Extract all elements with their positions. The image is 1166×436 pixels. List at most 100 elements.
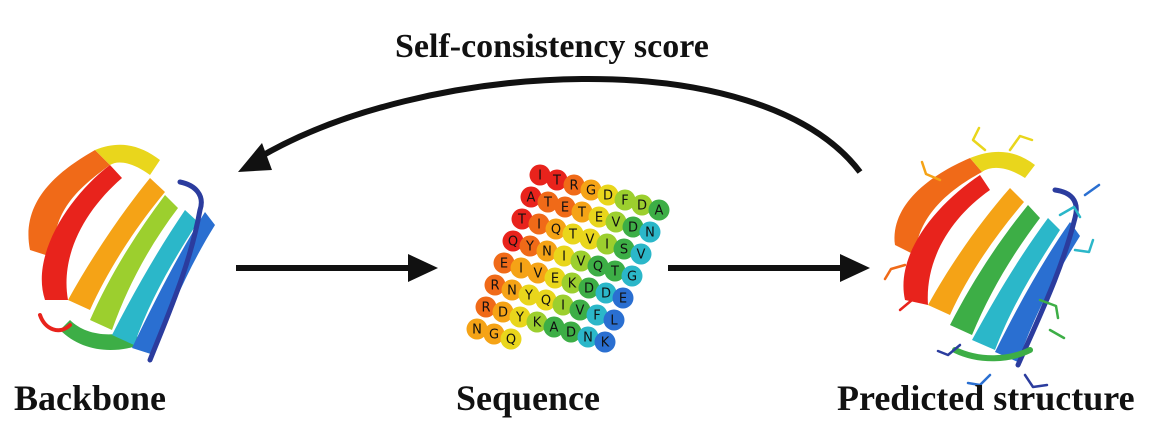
residue-letter: T [543, 196, 552, 211]
residue-bubble [502, 230, 524, 252]
residue-bubble [537, 191, 559, 213]
residue-letter: E [500, 257, 508, 272]
residue-letter: I [605, 238, 609, 253]
residue-bubble [527, 262, 549, 284]
residue-letter: Q [541, 294, 551, 309]
residue-letter: D [601, 287, 611, 302]
residue-bubble [569, 299, 591, 321]
residue-bubble [535, 289, 557, 311]
residue-bubble [595, 282, 617, 304]
backbone-ribbon-image [28, 144, 215, 363]
residue-letter: D [637, 199, 647, 214]
residue-bubble [570, 250, 592, 272]
residue-bubble [639, 221, 661, 243]
residue-letter: R [569, 179, 578, 194]
residue-bubble [621, 265, 643, 287]
residue-letter: K [568, 277, 577, 292]
residue-bubble [529, 164, 551, 186]
residue-letter: V [612, 216, 621, 231]
residue-bubble [605, 211, 627, 233]
backbone-to-sequence-arrowhead [408, 254, 438, 282]
residue-letter: T [517, 213, 526, 228]
residue-letter: Q [593, 260, 603, 275]
residue-bubble [560, 321, 582, 343]
residue-bubble [587, 255, 609, 277]
residue-bubble [519, 235, 541, 257]
residue-letter: A [527, 191, 536, 206]
residue-bubble [483, 323, 505, 345]
residue-letter: G [489, 328, 499, 343]
residue-letter: Y [525, 240, 534, 255]
residue-bubble [543, 316, 565, 338]
predicted-structure-label: Predicted structure [837, 378, 1135, 418]
residue-bubble [579, 228, 601, 250]
residue-letter: D [498, 306, 508, 321]
residue-letter: I [562, 250, 566, 265]
residue-bubble [561, 272, 583, 294]
residue-bubble [553, 245, 575, 267]
sequence-to-structure-arrowhead [840, 254, 870, 282]
residue-bubble [571, 201, 593, 223]
residue-bubble [603, 309, 625, 331]
residue-letter: N [507, 284, 517, 299]
residue-letter: V [637, 248, 646, 263]
residue-bubble [518, 284, 540, 306]
residue-letter: V [576, 304, 585, 319]
residue-bubble [552, 294, 574, 316]
residue-bubble [613, 238, 635, 260]
residue-letter: G [586, 184, 596, 199]
residue-letter: N [583, 331, 593, 346]
residue-bubble [577, 326, 599, 348]
residue-bubble [511, 208, 533, 230]
residue-letter: D [584, 282, 594, 297]
residue-letter: V [534, 267, 543, 282]
backbone-label: Backbone [14, 378, 167, 418]
residue-bubble [614, 189, 636, 211]
residue-bubble [631, 194, 653, 216]
residue-letter: E [561, 201, 569, 216]
residue-bubble [588, 206, 610, 228]
residue-bubble [536, 240, 558, 262]
residue-letter: Q [508, 235, 518, 250]
residue-letter: E [551, 272, 559, 287]
residue-bubble [493, 252, 515, 274]
residue-letter: N [542, 245, 552, 260]
residue-letter: D [566, 326, 576, 341]
residue-letter: N [645, 226, 655, 241]
residue-letter: K [533, 316, 542, 331]
residue-letter: F [593, 309, 600, 324]
residue-bubble [586, 304, 608, 326]
residue-bubble [526, 311, 548, 333]
residue-letter: Y [515, 311, 524, 326]
sequence-label: Sequence [456, 378, 600, 418]
residue-bubble [492, 301, 514, 323]
residue-letter: V [577, 255, 586, 270]
residue-letter: A [550, 321, 559, 336]
residue-bubble [501, 279, 523, 301]
residue-letter: R [490, 279, 499, 294]
residue-letter: D [628, 221, 638, 236]
residue-bubble [554, 196, 576, 218]
residue-letter: L [610, 314, 618, 329]
feedback-arrow [253, 76, 863, 174]
residue-bubble [596, 233, 618, 255]
residue-letter: V [586, 233, 595, 248]
residue-bubble [594, 331, 616, 353]
residue-bubble [578, 277, 600, 299]
feedback-arrowhead [238, 143, 272, 172]
residue-bubble [509, 306, 531, 328]
self-consistency-score-label: Self-consistency score [395, 28, 709, 65]
residue-bubble [528, 213, 550, 235]
residue-letter: T [568, 228, 577, 243]
residue-letter: I [538, 169, 542, 184]
residue-letter: I [519, 262, 523, 277]
residue-letter: D [603, 189, 613, 204]
residue-bubble [580, 179, 602, 201]
residue-letter: A [655, 204, 664, 219]
residue-bubble [484, 274, 506, 296]
residue-bubble [475, 296, 497, 318]
residue-bubble [546, 169, 568, 191]
residue-bubble [466, 318, 488, 340]
residue-letter: F [621, 194, 628, 209]
